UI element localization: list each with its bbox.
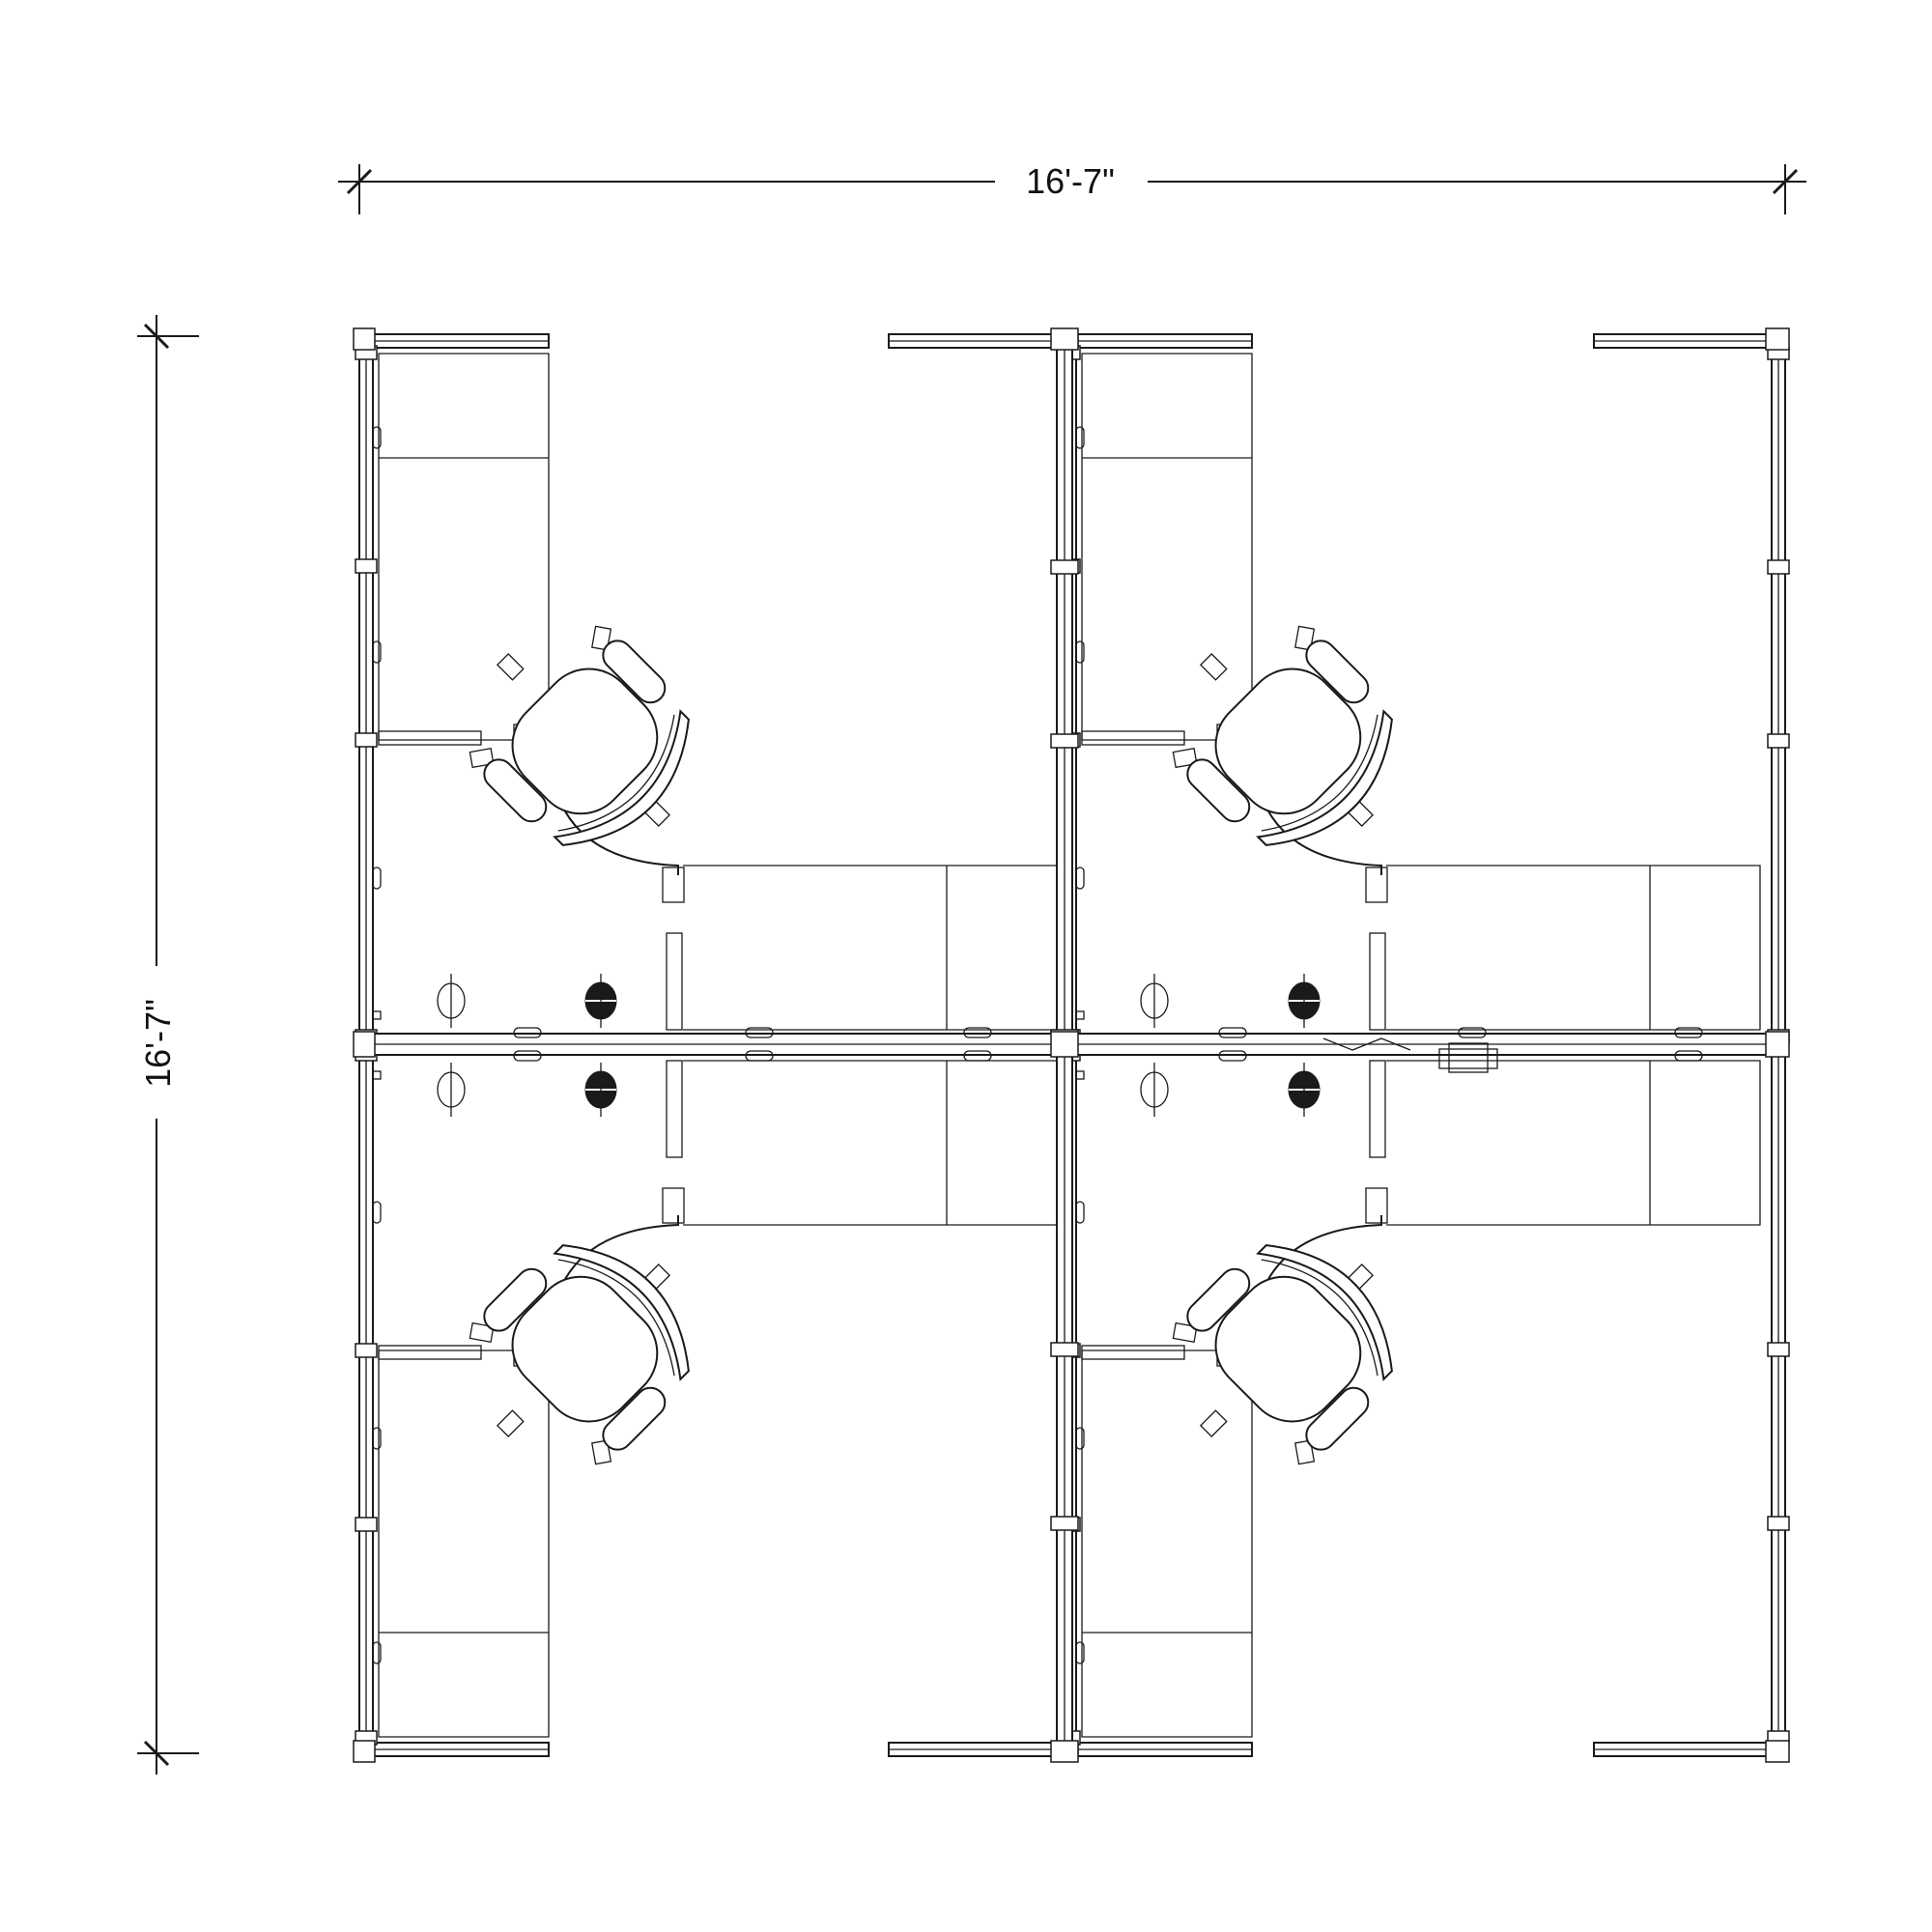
bottom-rails: [888, 1742, 1769, 1757]
vertical-dimension: 16'-7": [137, 315, 199, 1775]
corner-posts: [353, 327, 1790, 1763]
top-rails: [888, 333, 1769, 349]
workstation-bottom-left: [355, 1046, 1057, 1756]
workstation-bottom-right: [1059, 1046, 1760, 1756]
workstation-top-right: [1059, 334, 1760, 1044]
horizontal-dimension: 16'-7": [338, 161, 1806, 214]
height-label: 16'-7": [138, 999, 178, 1088]
width-label: 16'-7": [1026, 161, 1115, 201]
workstation-top-left: [355, 334, 1057, 1044]
